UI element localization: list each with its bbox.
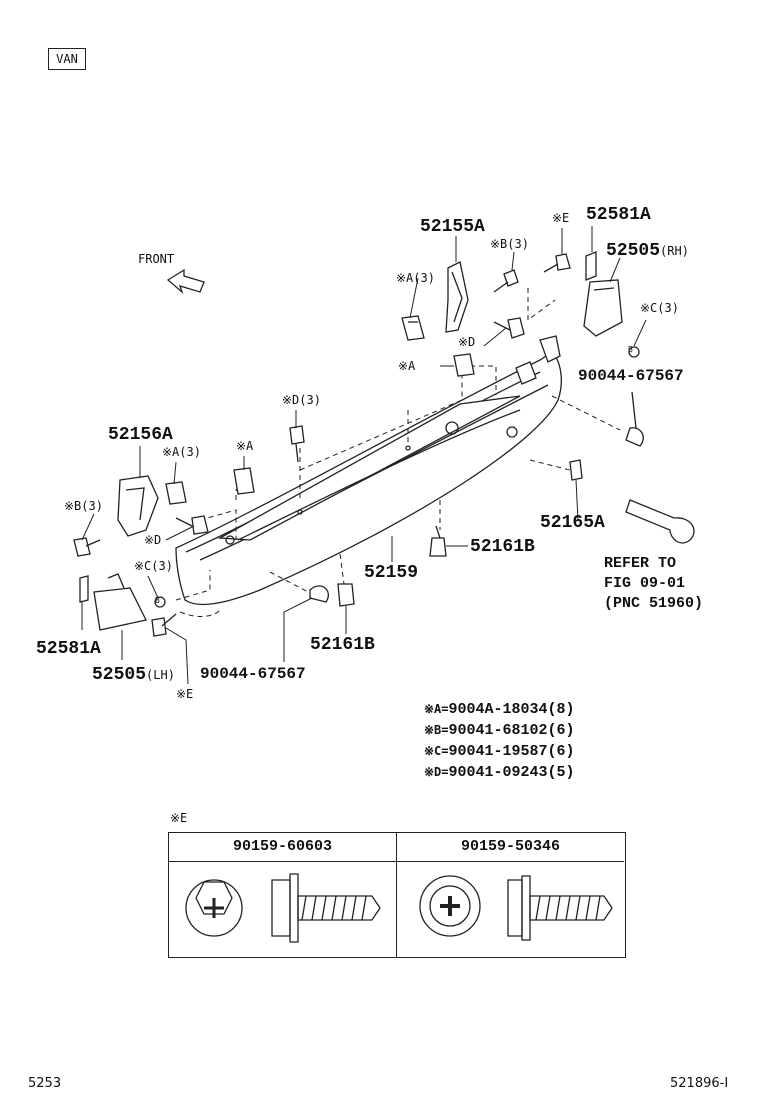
part-52505-rh-suffix: (RH) bbox=[660, 244, 689, 258]
legend-d-value: 90041-09243(5) bbox=[448, 764, 575, 781]
part-52505-rh[interactable]: 52505(RH) bbox=[606, 242, 689, 260]
part-52505-lh[interactable]: 52505(LH) bbox=[92, 666, 175, 684]
part-52581A-left[interactable]: 52581A bbox=[36, 639, 101, 659]
callout-d-top: ※D bbox=[458, 335, 476, 349]
legend-d-key: ※D= bbox=[424, 765, 449, 779]
legend-c: ※C=90041-19587(6) bbox=[424, 744, 575, 759]
e-table: 90159-60603 90159-50346 bbox=[168, 832, 626, 958]
circle-b-marker-left: B bbox=[155, 596, 160, 605]
reference-line1: REFER TO bbox=[604, 555, 677, 572]
legend-b: ※B=90041-68102(6) bbox=[424, 723, 575, 738]
part-52581A-right[interactable]: 52581A bbox=[586, 205, 651, 225]
reference-line2: FIG 09-01 bbox=[604, 575, 686, 592]
part-52155A[interactable]: 52155A bbox=[420, 217, 485, 237]
part-52161B-right[interactable]: 52161B bbox=[470, 537, 535, 557]
retainer-52156A bbox=[117, 475, 159, 537]
e-table-divider bbox=[396, 833, 397, 957]
part-90044-left[interactable]: 90044-67567 bbox=[200, 665, 306, 683]
callout-c3-lh: ※C(3) bbox=[134, 559, 173, 573]
legend-b-key: ※B= bbox=[424, 723, 449, 737]
legend-c-value: 90041-19587(6) bbox=[448, 743, 575, 760]
legend-c-key: ※C= bbox=[424, 744, 449, 758]
callout-a3-top: ※A(3) bbox=[396, 271, 435, 285]
retainer-52155A bbox=[445, 261, 469, 333]
circle-b-marker-right: B bbox=[628, 345, 633, 354]
footer-right: 521896-I bbox=[670, 1076, 729, 1091]
e-table-col2[interactable]: 90159-50346 bbox=[397, 833, 624, 862]
front-arrow-icon bbox=[166, 268, 205, 295]
part-52505-lh-suffix: (LH) bbox=[146, 668, 175, 682]
bracket-52505-lh bbox=[93, 587, 147, 631]
front-label: FRONT bbox=[138, 252, 175, 266]
tow-hook bbox=[625, 499, 695, 544]
van-tag: VAN bbox=[48, 48, 86, 70]
legend-d: ※D=90041-09243(5) bbox=[424, 765, 575, 780]
callout-a-mid: ※A bbox=[398, 359, 416, 373]
callout-e-bottom: ※E bbox=[176, 687, 194, 701]
callout-a3-left: ※A(3) bbox=[162, 445, 201, 459]
reference-line3: (PNC 51960) bbox=[604, 595, 704, 612]
footer-left: 5253 bbox=[28, 1076, 62, 1091]
e-table-title: ※E bbox=[170, 811, 188, 825]
bolt-head-60603-icon bbox=[185, 879, 243, 937]
callout-b3-left: ※B(3) bbox=[64, 499, 103, 513]
part-52156A[interactable]: 52156A bbox=[108, 425, 173, 445]
bolt-head-50346-icon bbox=[419, 875, 481, 937]
part-52159[interactable]: 52159 bbox=[364, 563, 419, 583]
part-52505-rh-number: 52505 bbox=[606, 241, 661, 261]
callout-d-left: ※D bbox=[144, 533, 162, 547]
callout-b3-top: ※B(3) bbox=[490, 237, 529, 251]
legend-a-value: 9004A-18034(8) bbox=[448, 701, 575, 718]
callout-a-left: ※A bbox=[236, 439, 254, 453]
callout-d3: ※D(3) bbox=[282, 393, 321, 407]
part-52165A[interactable]: 52165A bbox=[540, 513, 605, 533]
callout-e-top: ※E bbox=[552, 211, 570, 225]
legend-a-key: ※A= bbox=[424, 702, 449, 716]
bracket-52505-rh bbox=[583, 279, 623, 337]
part-52505-lh-number: 52505 bbox=[92, 665, 147, 685]
legend-b-value: 90041-68102(6) bbox=[448, 722, 575, 739]
part-90044-right[interactable]: 90044-67567 bbox=[578, 367, 684, 385]
callout-c3-rh: ※C(3) bbox=[640, 301, 679, 315]
e-table-col1[interactable]: 90159-60603 bbox=[169, 833, 396, 862]
part-52161B-bottom[interactable]: 52161B bbox=[310, 635, 375, 655]
legend-a: ※A=9004A-18034(8) bbox=[424, 702, 575, 717]
